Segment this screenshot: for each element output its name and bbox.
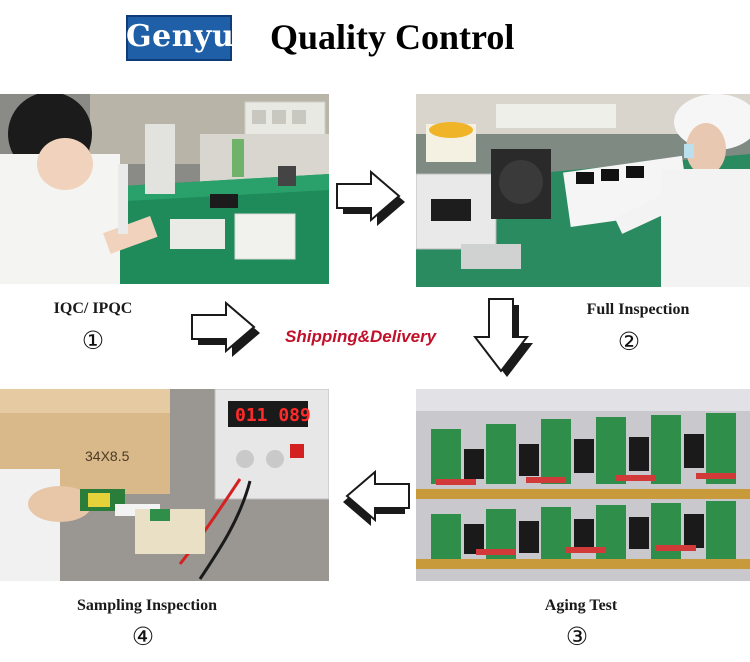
- photo-sampling-inspection: 34X8.5 011 089: [0, 389, 329, 581]
- logo-text: Genyu: [126, 19, 235, 54]
- step-number-3: ③: [565, 622, 589, 651]
- photo-iqc-ipqc: [0, 94, 329, 284]
- shipping-delivery-label: Shipping&Delivery: [285, 327, 437, 346]
- photo-full-inspection: [416, 94, 750, 287]
- box-print-text: 34X8.5: [85, 448, 130, 464]
- meter-readout: 011 089: [235, 405, 311, 426]
- page-title: Quality Control: [270, 17, 515, 57]
- arrow-down-icon: [473, 297, 537, 381]
- photo-aging-test: [416, 389, 750, 581]
- step-number-1: ①: [81, 326, 105, 355]
- arrow-right-icon-2: [188, 301, 266, 359]
- arrow-right-icon: [333, 170, 413, 228]
- step-label-sampling-inspection: Sampling Inspection: [76, 597, 218, 614]
- arrow-left-icon: [333, 470, 413, 528]
- step-label-full-inspection: Full Inspection: [586, 301, 690, 318]
- step-label-iqc: IQC/ IPQC: [53, 300, 133, 317]
- step-label-aging-test: Aging Test: [544, 597, 618, 614]
- genyu-logo: [126, 15, 232, 61]
- step-number-4: ④: [131, 622, 155, 651]
- step-number-2: ②: [617, 327, 641, 356]
